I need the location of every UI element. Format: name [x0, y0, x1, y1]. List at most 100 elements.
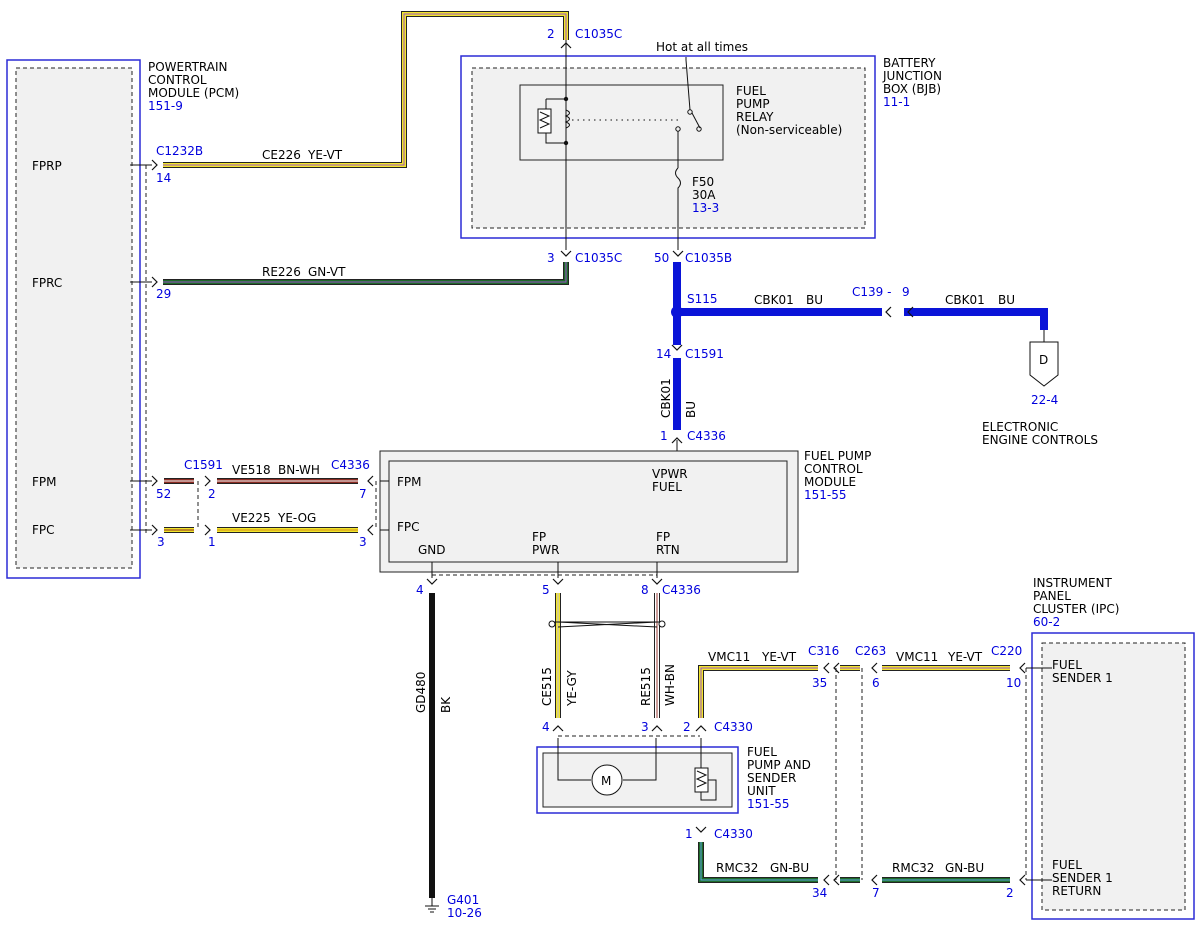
fuse-icon [675, 167, 681, 250]
arrow-c1591-fpc [204, 524, 211, 536]
c4330-pin-sig: 2 [683, 720, 691, 734]
pump-name-2: PUMP AND [747, 758, 811, 772]
g401-name: G401 [447, 893, 479, 907]
c4336-pin-fpm: 7 [359, 487, 367, 501]
ve518-color: BN-WH [278, 463, 320, 477]
arrow-c4336-top [671, 437, 683, 444]
c1591-pcm-pin-fpm: 52 [156, 487, 171, 501]
c1035c-top-name: C1035C [575, 27, 622, 41]
re515-circuit: RE515 [639, 667, 653, 706]
c316-pin-sig: 35 [812, 676, 827, 690]
vmc11-b-color: YE-VT [947, 650, 983, 664]
c1591-top-name: C1591 [685, 347, 724, 361]
fpcm-pin-fprtn-1: FP [656, 530, 670, 544]
ipc-name-3: CLUSTER (IPC) [1033, 602, 1119, 616]
eec-name-2: ENGINE CONTROLS [982, 433, 1098, 447]
c1035c-bot-pin: 3 [547, 251, 555, 265]
c1035b-name: C1035B [685, 251, 732, 265]
arrow-c1035b [672, 250, 684, 257]
eec-letter: D [1039, 353, 1048, 367]
vmc11-a-color: YE-VT [761, 650, 797, 664]
c1035b-pin: 50 [654, 251, 669, 265]
c263-name: C263 [855, 644, 886, 658]
fpcm-name-1: FUEL PUMP [804, 449, 871, 463]
c1232b-name: C1232B [156, 144, 203, 158]
ground-icon [425, 890, 439, 913]
arrow-c316-ret-b [833, 874, 840, 886]
c4336-top-pin: 1 [660, 429, 668, 443]
cbk01-eec-color: BU [998, 293, 1015, 307]
pcm-pin-fpc: FPC [32, 523, 55, 537]
wire-cbk01-to-eec [904, 308, 1048, 330]
rmc32-b-color: GN-BU [945, 861, 984, 875]
ipc-pin-sender-2: SENDER 1 [1052, 671, 1113, 685]
bjb-name-1: BATTERY [883, 56, 936, 70]
arrow-c1591-top [671, 344, 683, 351]
cbk01-main-color: BU [806, 293, 823, 307]
c1591-pin-fpc: 1 [208, 535, 216, 549]
re515-color: WH-BN [663, 664, 677, 706]
vmc11-a-circuit: VMC11 [708, 650, 750, 664]
eec-reference: D 22-4 ELECTRONIC ENGINE CONTROLS [982, 330, 1098, 447]
arrow-c1035c-top [560, 42, 572, 49]
s115-label: S115 [687, 292, 718, 306]
c1035c-top-pin: 2 [547, 27, 555, 41]
relay-switch-arm [685, 57, 691, 111]
ce515-circuit: CE515 [540, 667, 554, 706]
arrow-c4336-fpm [367, 475, 374, 487]
re226-color: GN-VT [308, 265, 346, 279]
c316-pin-ret: 34 [812, 886, 827, 900]
g401-ref: 10-26 [447, 906, 482, 920]
pcm-pin-fpm: FPM [32, 475, 57, 489]
c4336-pin-gnd: 4 [416, 583, 424, 597]
motor-icon [591, 764, 623, 796]
c316-name: C316 [808, 644, 839, 658]
c4330-bot-pin: 1 [685, 827, 693, 841]
pump-name-4: UNIT [747, 784, 776, 798]
eec-name-1: ELECTRONIC [982, 420, 1058, 434]
arrow-c1232b [151, 159, 158, 171]
c1232b-pin: 14 [156, 171, 171, 185]
offpage-connector-icon [1029, 341, 1059, 387]
relay-resistor-zigzag [538, 111, 551, 129]
c4330-pin-rtn: 3 [641, 720, 649, 734]
gd480-circuit: GD480 [414, 672, 428, 713]
arrow-c263-sig [871, 662, 878, 674]
relay-name-2: PUMP [736, 97, 770, 111]
relay-switch-contact [687, 109, 693, 115]
fpcm-pin-vpwr-2: FUEL [652, 480, 682, 494]
relay-name-4: (Non-serviceable) [736, 123, 842, 137]
c1035c-bot-name: C1035C [575, 251, 622, 265]
fpcm-pin-vpwr: VPWR [652, 467, 688, 481]
c4336-pin-rtn: 8 [641, 583, 649, 597]
fuse-id: F50 [692, 175, 714, 189]
splice-s115 [671, 306, 683, 318]
dashed-connector-outlines [145, 165, 1027, 880]
connector-arrows [151, 42, 1026, 886]
ipc-name-1: INSTRUMENT [1033, 576, 1112, 590]
arrow-c316-ret-a [823, 874, 830, 886]
c1591-pin-fpm: 2 [208, 487, 216, 501]
wire-labels: CE226 YE-VT RE226 GN-VT CBK01 BU CBK01 B… [232, 148, 1015, 875]
ipc-pin-return-3: RETURN [1052, 884, 1101, 898]
fpcm-ref: 151-55 [804, 488, 847, 502]
pump-ref: 151-55 [747, 797, 790, 811]
relay-name-1: FUEL [736, 84, 766, 98]
arrow-c1591-fpc-pcm [151, 524, 158, 536]
sender-rheostat-icon [694, 767, 709, 793]
thin-wires [130, 40, 1052, 913]
arrow-c316-sig-a [823, 662, 830, 674]
pcm-pin-fprc: FPRC [32, 276, 62, 290]
ipc-ref: 60-2 [1033, 615, 1060, 629]
cbk01-main-circuit: CBK01 [754, 293, 794, 307]
fpcm-pin-fprtn-2: RTN [656, 543, 680, 557]
cbk01-vert-color: BU [684, 401, 698, 418]
wire-rmc32-a [698, 842, 818, 883]
relay-resistor-icon [537, 108, 552, 134]
fpcm-pin-fppwr-2: PWR [532, 543, 559, 557]
pcm-name-3: MODULE (PCM) [148, 86, 239, 100]
c1591-pcm-pin-fpc: 3 [157, 535, 165, 549]
c4336-bot-name: C4336 [662, 583, 701, 597]
arrow-c4330-pwr [552, 725, 564, 732]
